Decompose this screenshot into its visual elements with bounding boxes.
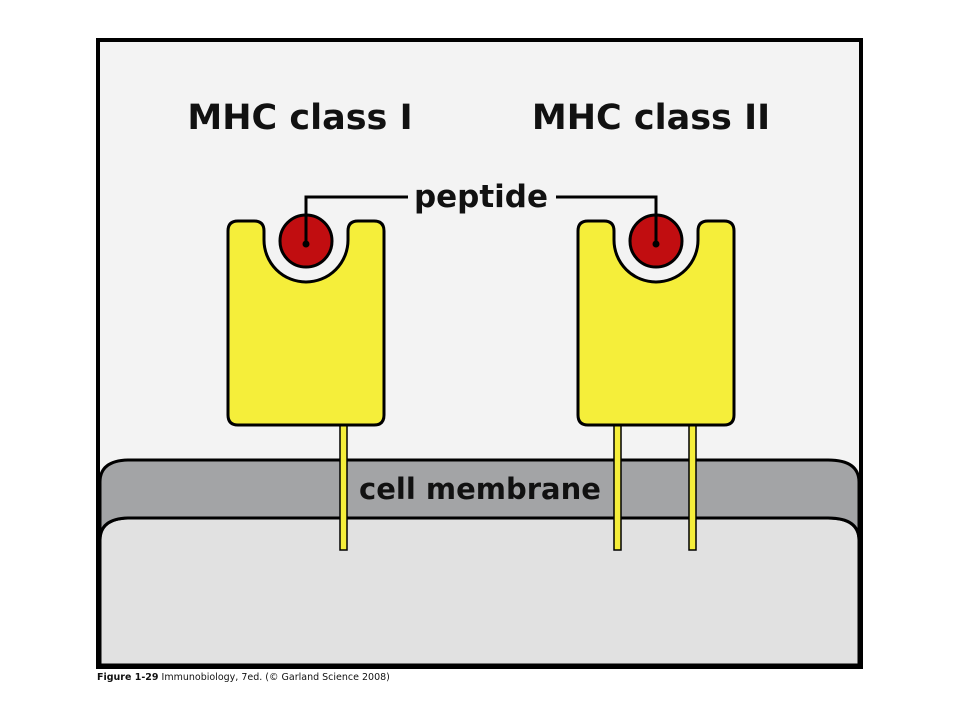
caption-source: Immunobiology, 7ed. (© Garland Science 2…	[158, 672, 390, 683]
title-mhc-class-2: MHC class II	[532, 98, 770, 138]
peptide-label: peptide	[414, 179, 548, 215]
peptide-leader-left	[304, 195, 408, 244]
mhc1-transmembrane-stalk	[339, 419, 348, 551]
peptide-leader-left-dot	[302, 240, 310, 248]
caption-figure-number: Figure 1-29	[97, 672, 159, 683]
figure-caption: Figure 1-29 Immunobiology, 7ed. (© Garla…	[97, 672, 390, 683]
peptide-leader-right	[556, 195, 658, 244]
mhc2-transmembrane-stalk-left	[613, 419, 622, 551]
cell-membrane	[98, 458, 861, 541]
title-mhc-class-1: MHC class I	[187, 98, 412, 138]
membrane-label: cell membrane	[359, 472, 601, 506]
mhc1-molecule	[226, 219, 386, 427]
mhc2-transmembrane-stalk-right	[688, 419, 697, 551]
cytoplasm	[98, 516, 861, 667]
mhc2-molecule	[576, 219, 736, 427]
peptide-leader-right-dot	[652, 240, 660, 248]
